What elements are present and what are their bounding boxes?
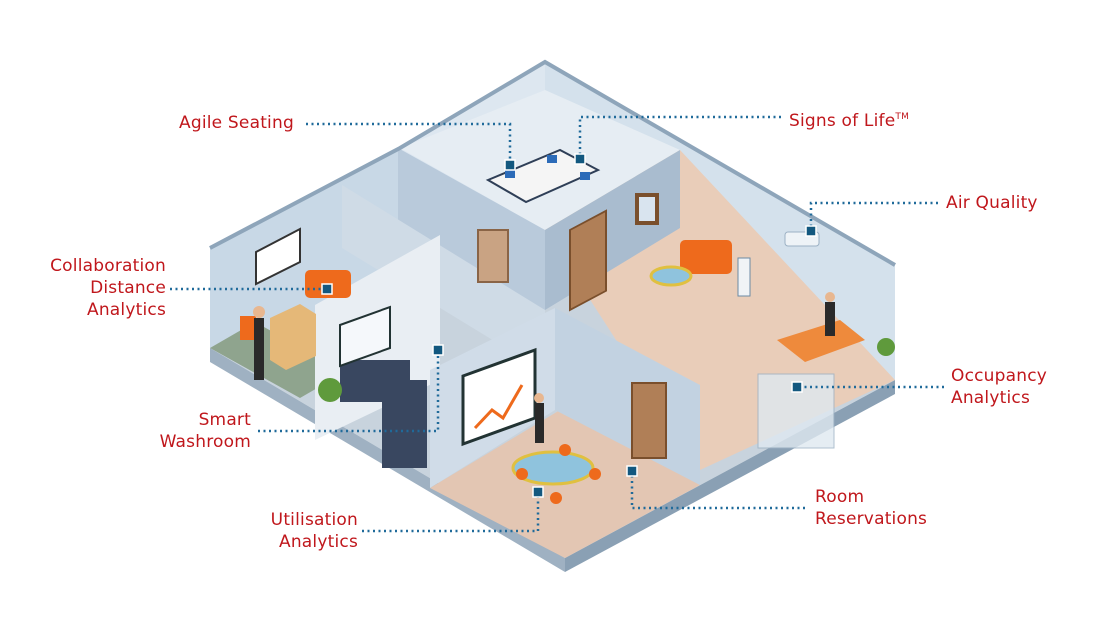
label-room-reservations: Room Reservations <box>815 486 927 530</box>
presentation-trend-line <box>473 384 524 430</box>
office-whiteboard <box>255 227 301 286</box>
plant <box>318 378 342 402</box>
label-air-quality: Air Quality <box>946 192 1038 214</box>
label-smart-washroom-line-1: Smart <box>198 410 251 430</box>
door-meeting <box>631 382 667 459</box>
label-signs-of-life: Signs of LifeTM <box>789 106 909 132</box>
wall-clock-face <box>639 197 655 221</box>
sensor-air-quality <box>805 225 817 237</box>
connector-smart-washroom <box>258 352 440 433</box>
door-lobby <box>569 209 607 312</box>
door-upper <box>477 229 509 283</box>
washroom-mirror <box>339 305 391 368</box>
label-collaboration-distance-analytics: Collaboration Distance Analytics <box>38 255 166 321</box>
sensor-agile-seating <box>504 159 516 171</box>
wall-top-edge <box>209 59 897 267</box>
label-smart-washroom-line-2: Washroom <box>159 432 251 452</box>
label-air-quality-text: Air Quality <box>946 193 1038 213</box>
person <box>535 403 544 443</box>
lobby-sofa <box>680 240 732 274</box>
partition-center <box>342 185 545 372</box>
sensor-markers <box>321 153 817 498</box>
meeting-chair <box>550 492 562 504</box>
connector-air-quality <box>809 201 938 230</box>
sensor-occupancy <box>791 381 803 393</box>
label-utilisation-line-1: Utilisation <box>270 510 358 530</box>
label-collaboration-line-3: Analytics <box>87 300 166 320</box>
label-smart-washroom: Smart Washroom <box>150 409 251 453</box>
label-occupancy-line-1: Occupancy <box>951 366 1048 386</box>
sensor-collaboration <box>321 283 333 295</box>
washroom-stall <box>382 380 427 468</box>
person <box>254 318 264 380</box>
upper-desks <box>485 148 601 204</box>
upper-monitor <box>505 170 515 178</box>
connector-lines <box>170 115 944 533</box>
office-desk <box>270 304 316 370</box>
upper-monitor <box>547 155 557 163</box>
lobby-table <box>649 265 693 287</box>
sensor-room-reservations <box>626 465 638 477</box>
label-agile-seating: Agile Seating <box>179 112 294 134</box>
label-room-reservations-line-1: Room <box>815 487 865 507</box>
upper-monitor <box>580 172 590 180</box>
connector-signs-of-life <box>578 115 781 158</box>
label-utilisation-analytics: Utilisation Analytics <box>255 509 358 553</box>
water-dispenser <box>737 257 751 297</box>
person <box>825 302 835 336</box>
label-occupancy-line-2: Analytics <box>951 388 1030 408</box>
sensor-utilisation <box>532 486 544 498</box>
person-head <box>825 292 835 302</box>
plant <box>877 338 895 356</box>
person-head <box>534 393 544 403</box>
connector-utilisation <box>362 494 540 533</box>
label-agile-seating-text: Agile Seating <box>179 113 294 133</box>
sensor-signs-of-life <box>574 153 586 165</box>
label-collaboration-line-1: Collaboration <box>50 256 166 276</box>
label-collaboration-line-2: Distance <box>90 278 166 298</box>
connector-agile-seating <box>306 122 512 163</box>
label-occupancy-analytics: Occupancy Analytics <box>951 365 1047 409</box>
trademark-mark: TM <box>895 112 910 122</box>
meeting-table <box>511 450 595 486</box>
reception-desk <box>777 320 865 362</box>
person-head <box>253 306 265 318</box>
label-utilisation-line-2: Analytics <box>279 532 358 552</box>
sensor-smart-washroom <box>432 344 444 356</box>
meeting-chair <box>589 468 601 480</box>
meeting-chair <box>559 444 571 456</box>
label-signs-of-life-text: Signs of Life <box>789 111 896 131</box>
meeting-chair <box>516 468 528 480</box>
office-chair <box>240 316 256 340</box>
label-room-reservations-line-2: Reservations <box>815 509 928 529</box>
